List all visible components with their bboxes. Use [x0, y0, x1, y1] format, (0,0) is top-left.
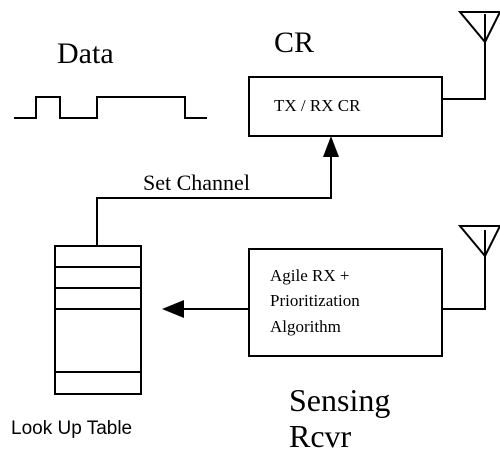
- arrowhead-up: [323, 136, 339, 157]
- data-waveform: [14, 96, 207, 119]
- bottom-antenna-icon: [442, 225, 500, 310]
- data-label: Data: [57, 37, 114, 70]
- agile-rx-box: [248, 248, 443, 357]
- look-up-table-label: Look Up Table: [11, 418, 133, 439]
- arrowhead-left: [162, 300, 184, 318]
- top-antenna-icon: [442, 11, 500, 100]
- rcvr-label: Rcvr: [289, 418, 352, 454]
- sensing-label: Sensing: [289, 382, 391, 418]
- agile-rx-line3: Algorithm: [270, 317, 341, 336]
- table-row-dividers: [55, 266, 141, 373]
- set-channel-label: Set Channel: [143, 170, 250, 195]
- tx-rx-cr-box: [248, 76, 443, 137]
- look-up-table: [54, 245, 142, 395]
- cr-label: CR: [274, 26, 315, 59]
- agile-rx-line1: Agile RX +: [270, 266, 350, 285]
- agile-rx-line2: Prioritization: [270, 291, 360, 310]
- tx-rx-cr-label: TX / RX CR: [274, 96, 361, 115]
- set-channel-line: [96, 156, 332, 246]
